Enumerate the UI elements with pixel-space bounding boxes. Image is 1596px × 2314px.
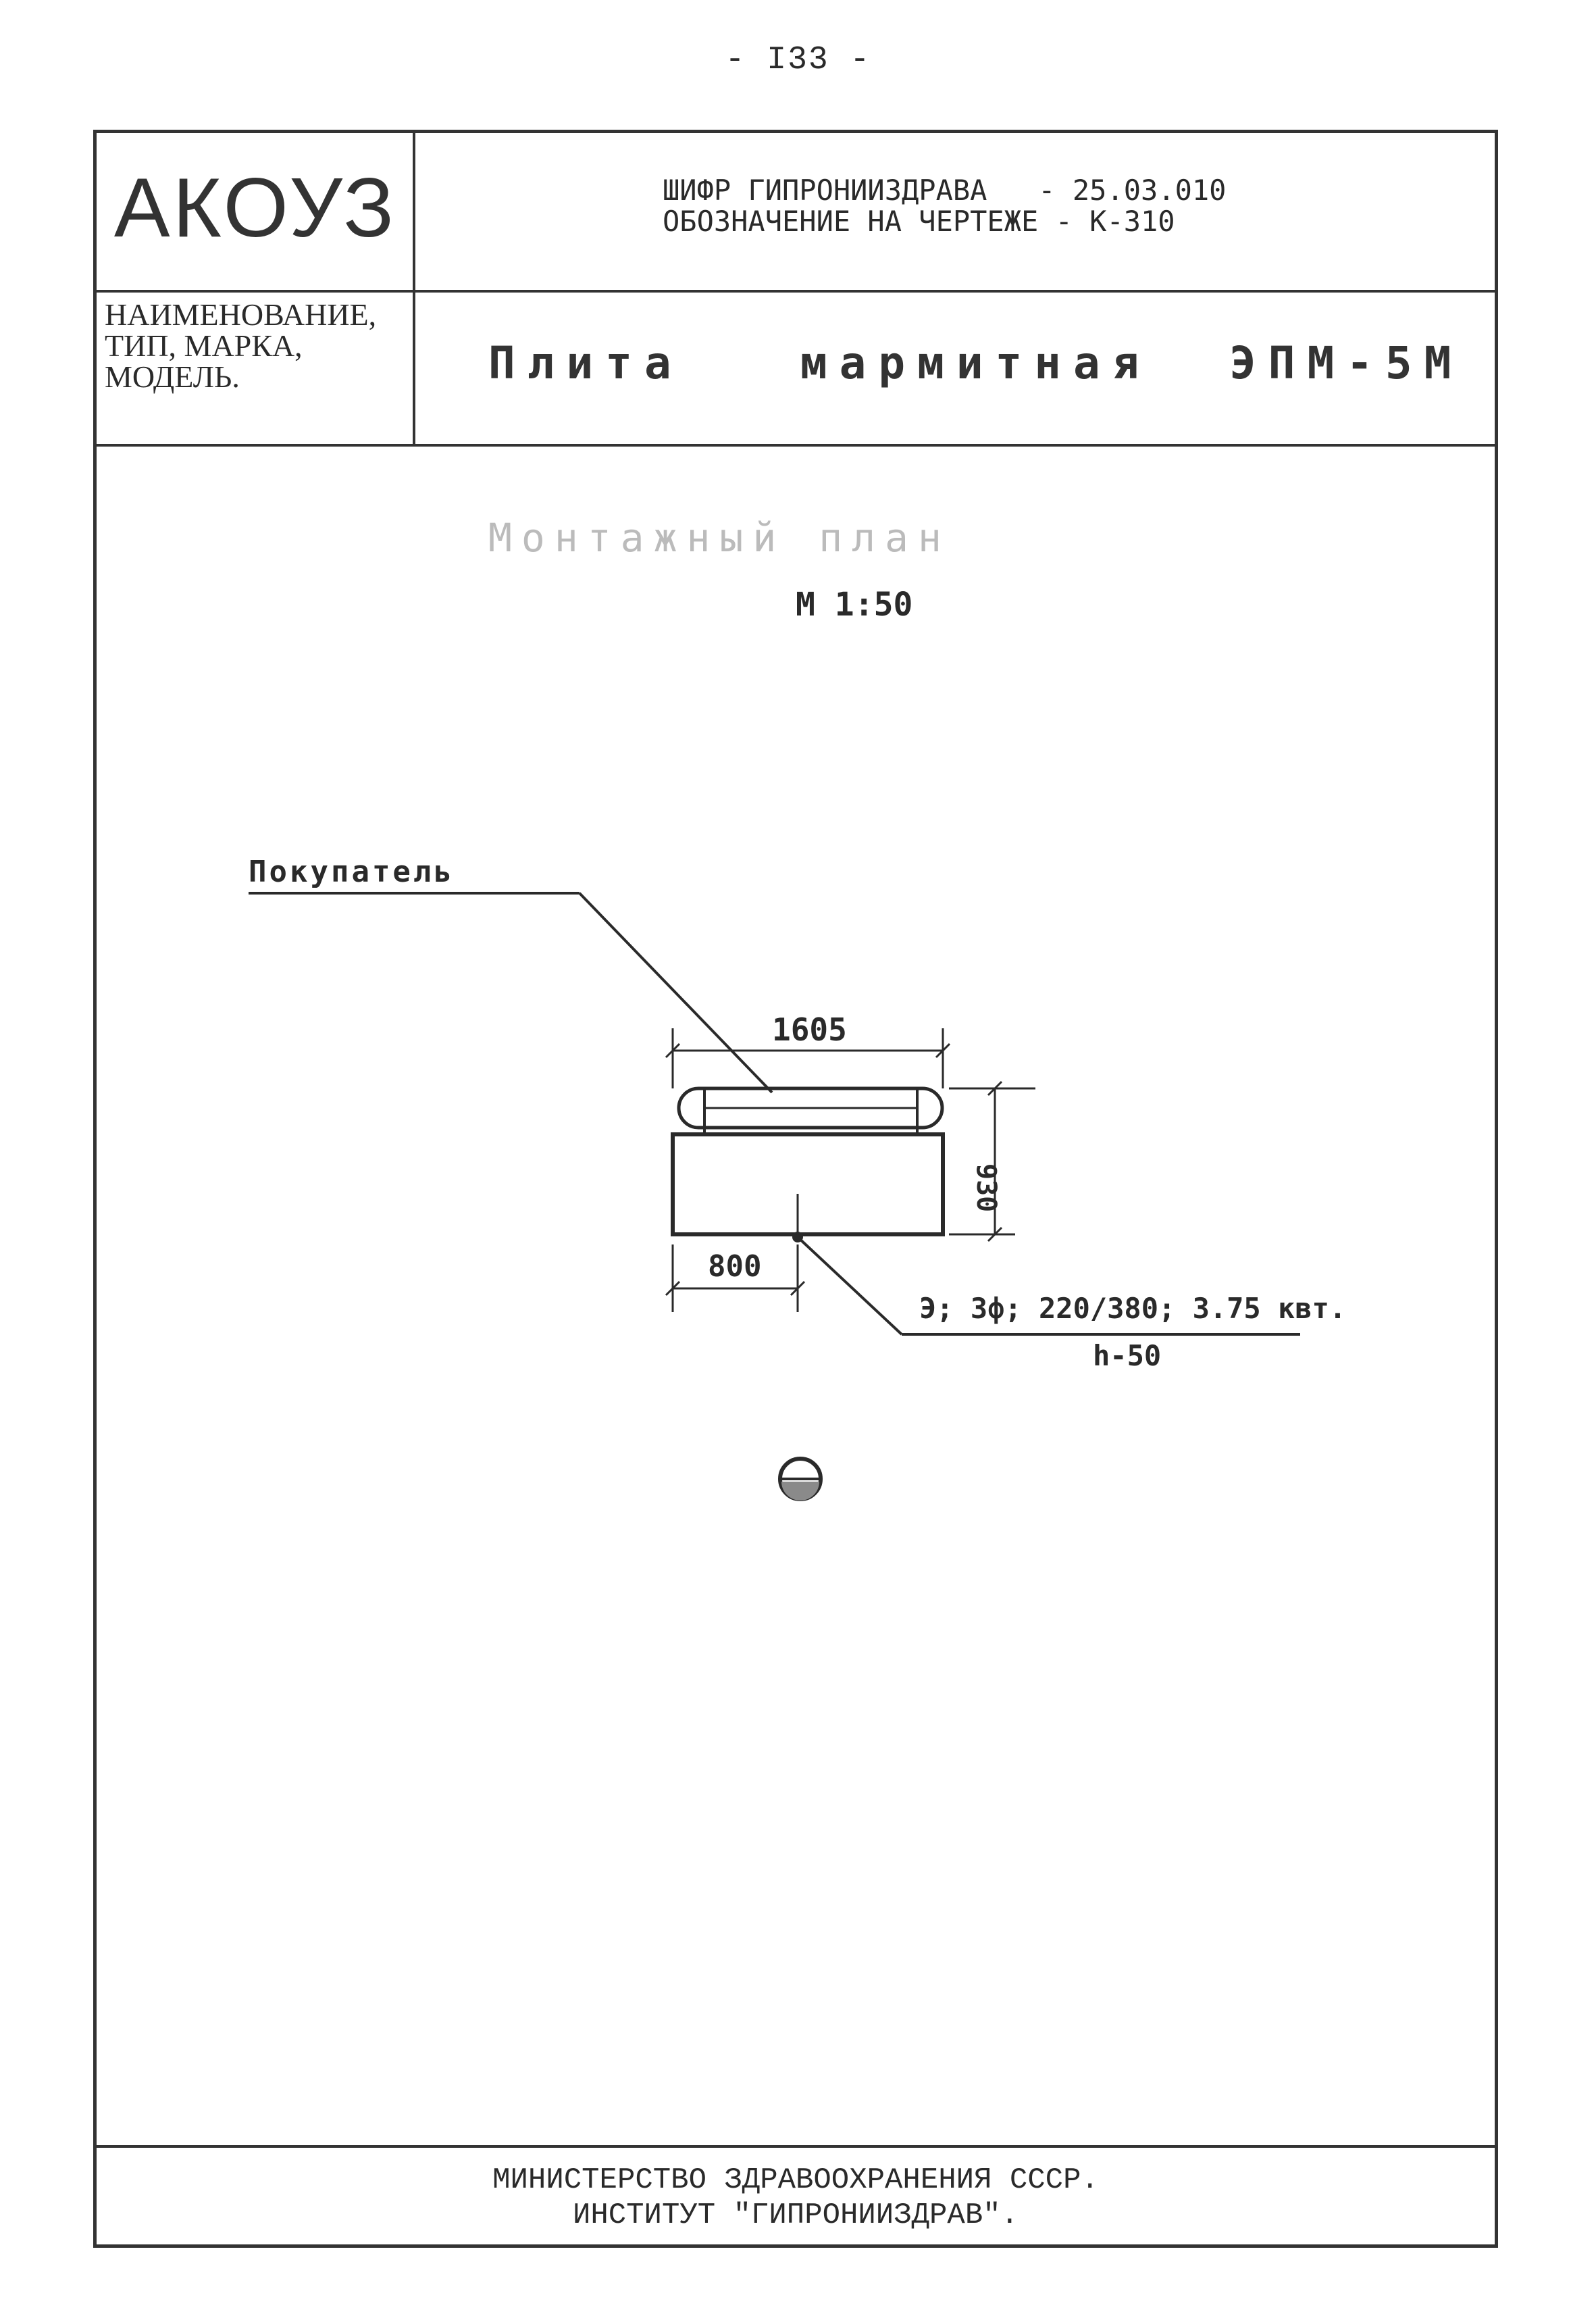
leader-line-power-diagonal <box>796 1236 903 1336</box>
drawing-scale: М 1:50 <box>796 586 913 624</box>
page-number: - I33 - <box>725 42 871 78</box>
height-note-label: h-50 <box>1093 1339 1162 1372</box>
power-spec-label: Э; 3ф; 220/380; 3.75 квт. <box>919 1292 1347 1325</box>
stove-body <box>671 1132 945 1236</box>
footer-text: МИНИСТЕРСТВО ЗДРАВООХРАНЕНИЯ СССР. ИНСТИ… <box>97 2163 1495 2233</box>
dim-offset-tick-left <box>665 1280 681 1297</box>
footer-line-2: ИНСТИТУТ "ГИПРОНИИЗДРАВ". <box>572 2198 1019 2232</box>
organization-logo: АКОУЗ <box>113 161 397 255</box>
buyer-label: Покупатель <box>249 855 455 889</box>
dim-offset-tick-right <box>790 1280 806 1297</box>
header-divider <box>413 133 415 444</box>
footer-line-1: МИНИСТЕРСТВО ЗДРАВООХРАНЕНИЯ СССР. <box>492 2163 1099 2197</box>
dim-offset-label: 800 <box>708 1249 762 1284</box>
code-line-1: ШИФР ГИПРОНИИЗДРАВА - 25.03.010 <box>663 174 1227 207</box>
header-row-name: НАИМЕНОВАНИЕ, ТИП, МАРКА, МОДЕЛЬ. Плита … <box>97 290 1495 447</box>
dim-width-label: 1605 <box>772 1011 847 1048</box>
dim-width-tick-right <box>935 1042 951 1059</box>
footer: МИНИСТЕРСТВО ЗДРАВООХРАНЕНИЯ СССР. ИНСТИ… <box>97 2145 1495 2248</box>
outlet-fill <box>781 1482 819 1501</box>
model-title: Плита мармитная ЭПМ-5М <box>488 337 1464 389</box>
dim-depth-tick-top <box>987 1080 1003 1097</box>
name-field-label: НАИМЕНОВАНИЕ, ТИП, МАРКА, МОДЕЛЬ. <box>105 299 409 393</box>
dim-width-tick-left <box>665 1042 681 1059</box>
code-line-2: ОБОЗНАЧЕНИЕ НА ЧЕРТЕЖЕ - К-310 <box>663 205 1175 238</box>
name-label-line-3: МОДЕЛЬ. <box>105 359 240 394</box>
dim-depth-tick-bottom <box>987 1226 1003 1242</box>
drawing-subtitle: Монтажный план <box>488 515 951 561</box>
name-label-line-1: НАИМЕНОВАНИЕ, <box>105 297 377 332</box>
tray-rail <box>677 1086 944 1130</box>
dim-depth-label: 930 <box>971 1163 1002 1213</box>
leader-line-buyer-diagonal <box>578 892 773 1094</box>
floor-plan-drawing <box>249 892 1300 1501</box>
name-label-line-2: ТИП, МАРКА, <box>105 328 303 363</box>
